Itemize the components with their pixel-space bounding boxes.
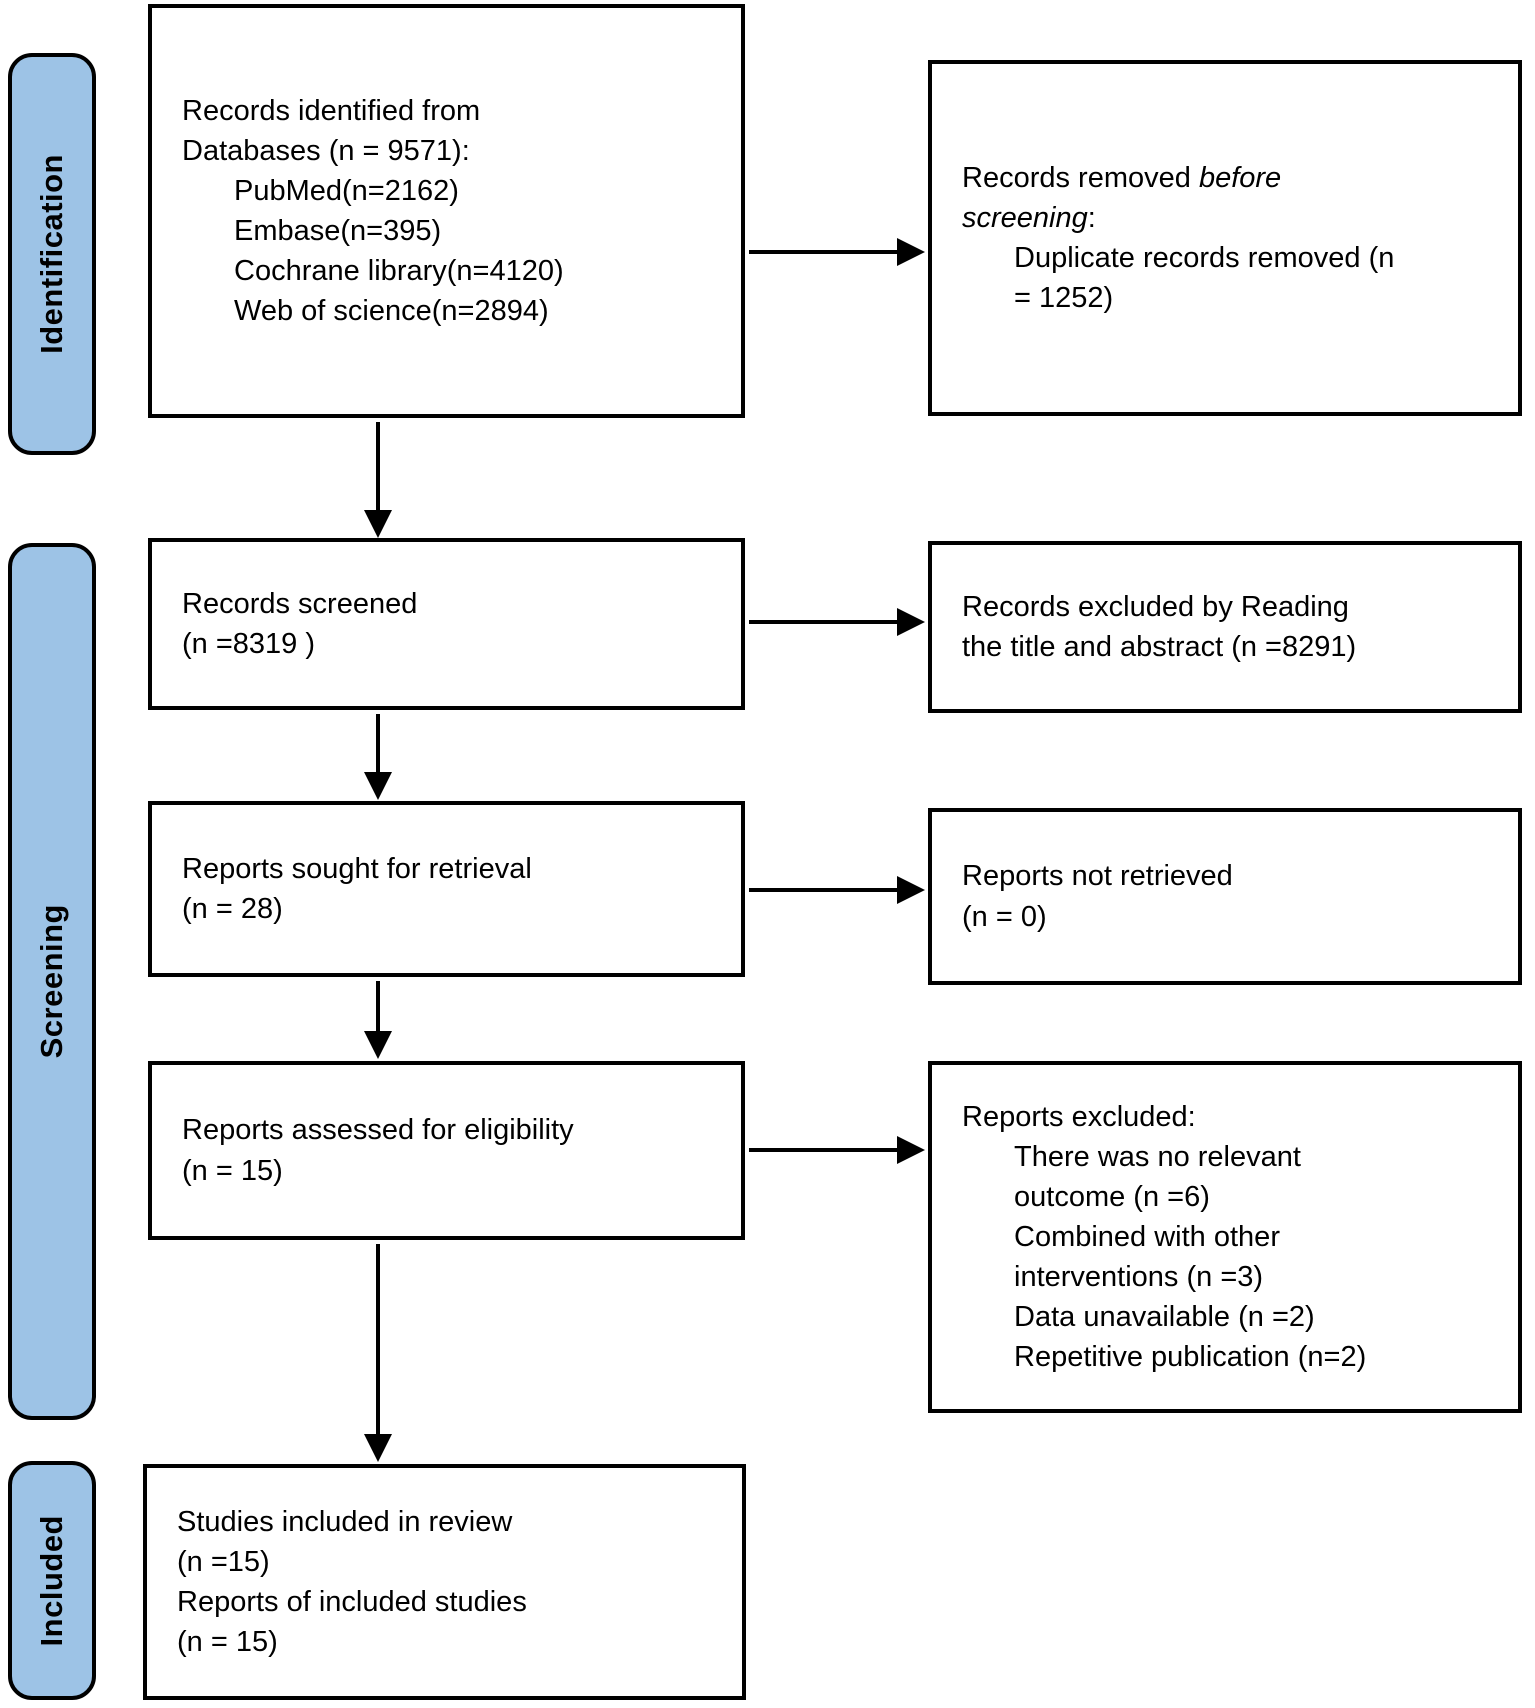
box-records-removed-before-screening: Records removed before screening: Duplic… — [928, 60, 1522, 416]
records-removed-line2: screening: — [962, 198, 1492, 238]
database-item-cochrane: Cochrane library(n=4120) — [234, 255, 564, 288]
reports-excluded-title: Reports excluded: — [962, 1100, 1196, 1133]
arrow-down-identified-to-screened — [376, 422, 380, 510]
box-reports-not-retrieved: Reports not retrieved (n = 0) — [928, 808, 1522, 985]
records-removed-line2-italic: screening — [962, 201, 1088, 234]
records-excluded-line2: the title and abstract (n =8291) — [962, 631, 1357, 663]
records-identified-line2: Databases (n = 9571): — [182, 134, 470, 167]
reports-not-retrieved-line1: Reports not retrieved — [962, 860, 1233, 893]
database-item-web-of-science: Web of science(n=2894) — [234, 295, 549, 328]
arrow-down-sought-to-assessed — [376, 981, 380, 1031]
box-reports-assessed: Reports assessed for eligibility (n = 15… — [148, 1061, 745, 1240]
records-screened-count: (n =8319 ) — [182, 628, 316, 660]
reports-assessed-count: (n = 15) — [182, 1154, 283, 1187]
arrow-right-sought-to-not-retrieved — [749, 888, 897, 892]
records-excluded-line1: Records excluded by Reading — [962, 590, 1349, 623]
reports-sought-line1: Reports sought for retrieval — [182, 852, 532, 885]
reports-assessed-line1: Reports assessed for eligibility — [182, 1114, 574, 1147]
reports-included-line: Reports of included studies — [177, 1586, 527, 1618]
reports-not-retrieved-count: (n = 0) — [962, 900, 1047, 933]
box-records-screened: Records screened (n =8319 ) — [148, 538, 745, 710]
box-studies-included: Studies included in review (n =15) Repor… — [143, 1464, 746, 1700]
arrow-right-assessed-to-excluded — [749, 1148, 897, 1152]
stage-tab-included: Included — [8, 1461, 96, 1700]
excluded-reason-data-unavailable: Data unavailable (n =2) — [1014, 1301, 1315, 1334]
stage-tab-screening: Screening — [8, 543, 96, 1420]
records-removed-line1-normal: Records removed — [962, 161, 1199, 194]
stage-label-screening: Screening — [34, 904, 69, 1059]
studies-included-count: (n =15) — [177, 1545, 270, 1578]
arrow-right-identified-to-removed — [749, 250, 897, 254]
database-item-pubmed: PubMed(n=2162) — [234, 174, 459, 207]
studies-included-line1: Studies included in review — [177, 1505, 513, 1538]
arrow-down-screened-to-sought — [376, 714, 380, 772]
reports-included-count: (n = 15) — [177, 1626, 278, 1659]
stage-tab-identification: Identification — [8, 53, 96, 455]
box-records-identified: Records identified from Databases (n = 9… — [148, 4, 745, 418]
records-removed-line1-italic: before — [1198, 161, 1282, 194]
records-screened-line1: Records screened — [182, 587, 418, 620]
arrow-right-screened-to-excluded — [749, 620, 897, 624]
reports-sought-count: (n = 28) — [182, 893, 283, 925]
excluded-reason-combined-interventions: Combined with other interventions (n =3) — [1014, 1220, 1280, 1293]
box-reports-excluded: Reports excluded: There was no relevant … — [928, 1061, 1522, 1413]
stage-label-included: Included — [34, 1514, 69, 1647]
excluded-reason-no-outcome: There was no relevant outcome (n =6) — [1014, 1140, 1301, 1213]
excluded-reason-repetitive-publication: Repetitive publication (n=2) — [1014, 1341, 1367, 1374]
arrow-down-assessed-to-included — [376, 1244, 380, 1434]
records-removed-line1: Records removed before — [962, 158, 1492, 198]
box-reports-sought: Reports sought for retrieval (n = 28) — [148, 801, 745, 977]
database-item-embase: Embase(n=395) — [234, 215, 442, 247]
records-identified-line1: Records identified from — [182, 94, 481, 127]
records-removed-line2-normal: : — [1087, 201, 1096, 234]
stage-label-identification: Identification — [34, 154, 69, 354]
box-records-excluded: Records excluded by Reading the title an… — [928, 541, 1522, 713]
duplicate-records-item: Duplicate records removed (n = 1252) — [1014, 242, 1395, 315]
